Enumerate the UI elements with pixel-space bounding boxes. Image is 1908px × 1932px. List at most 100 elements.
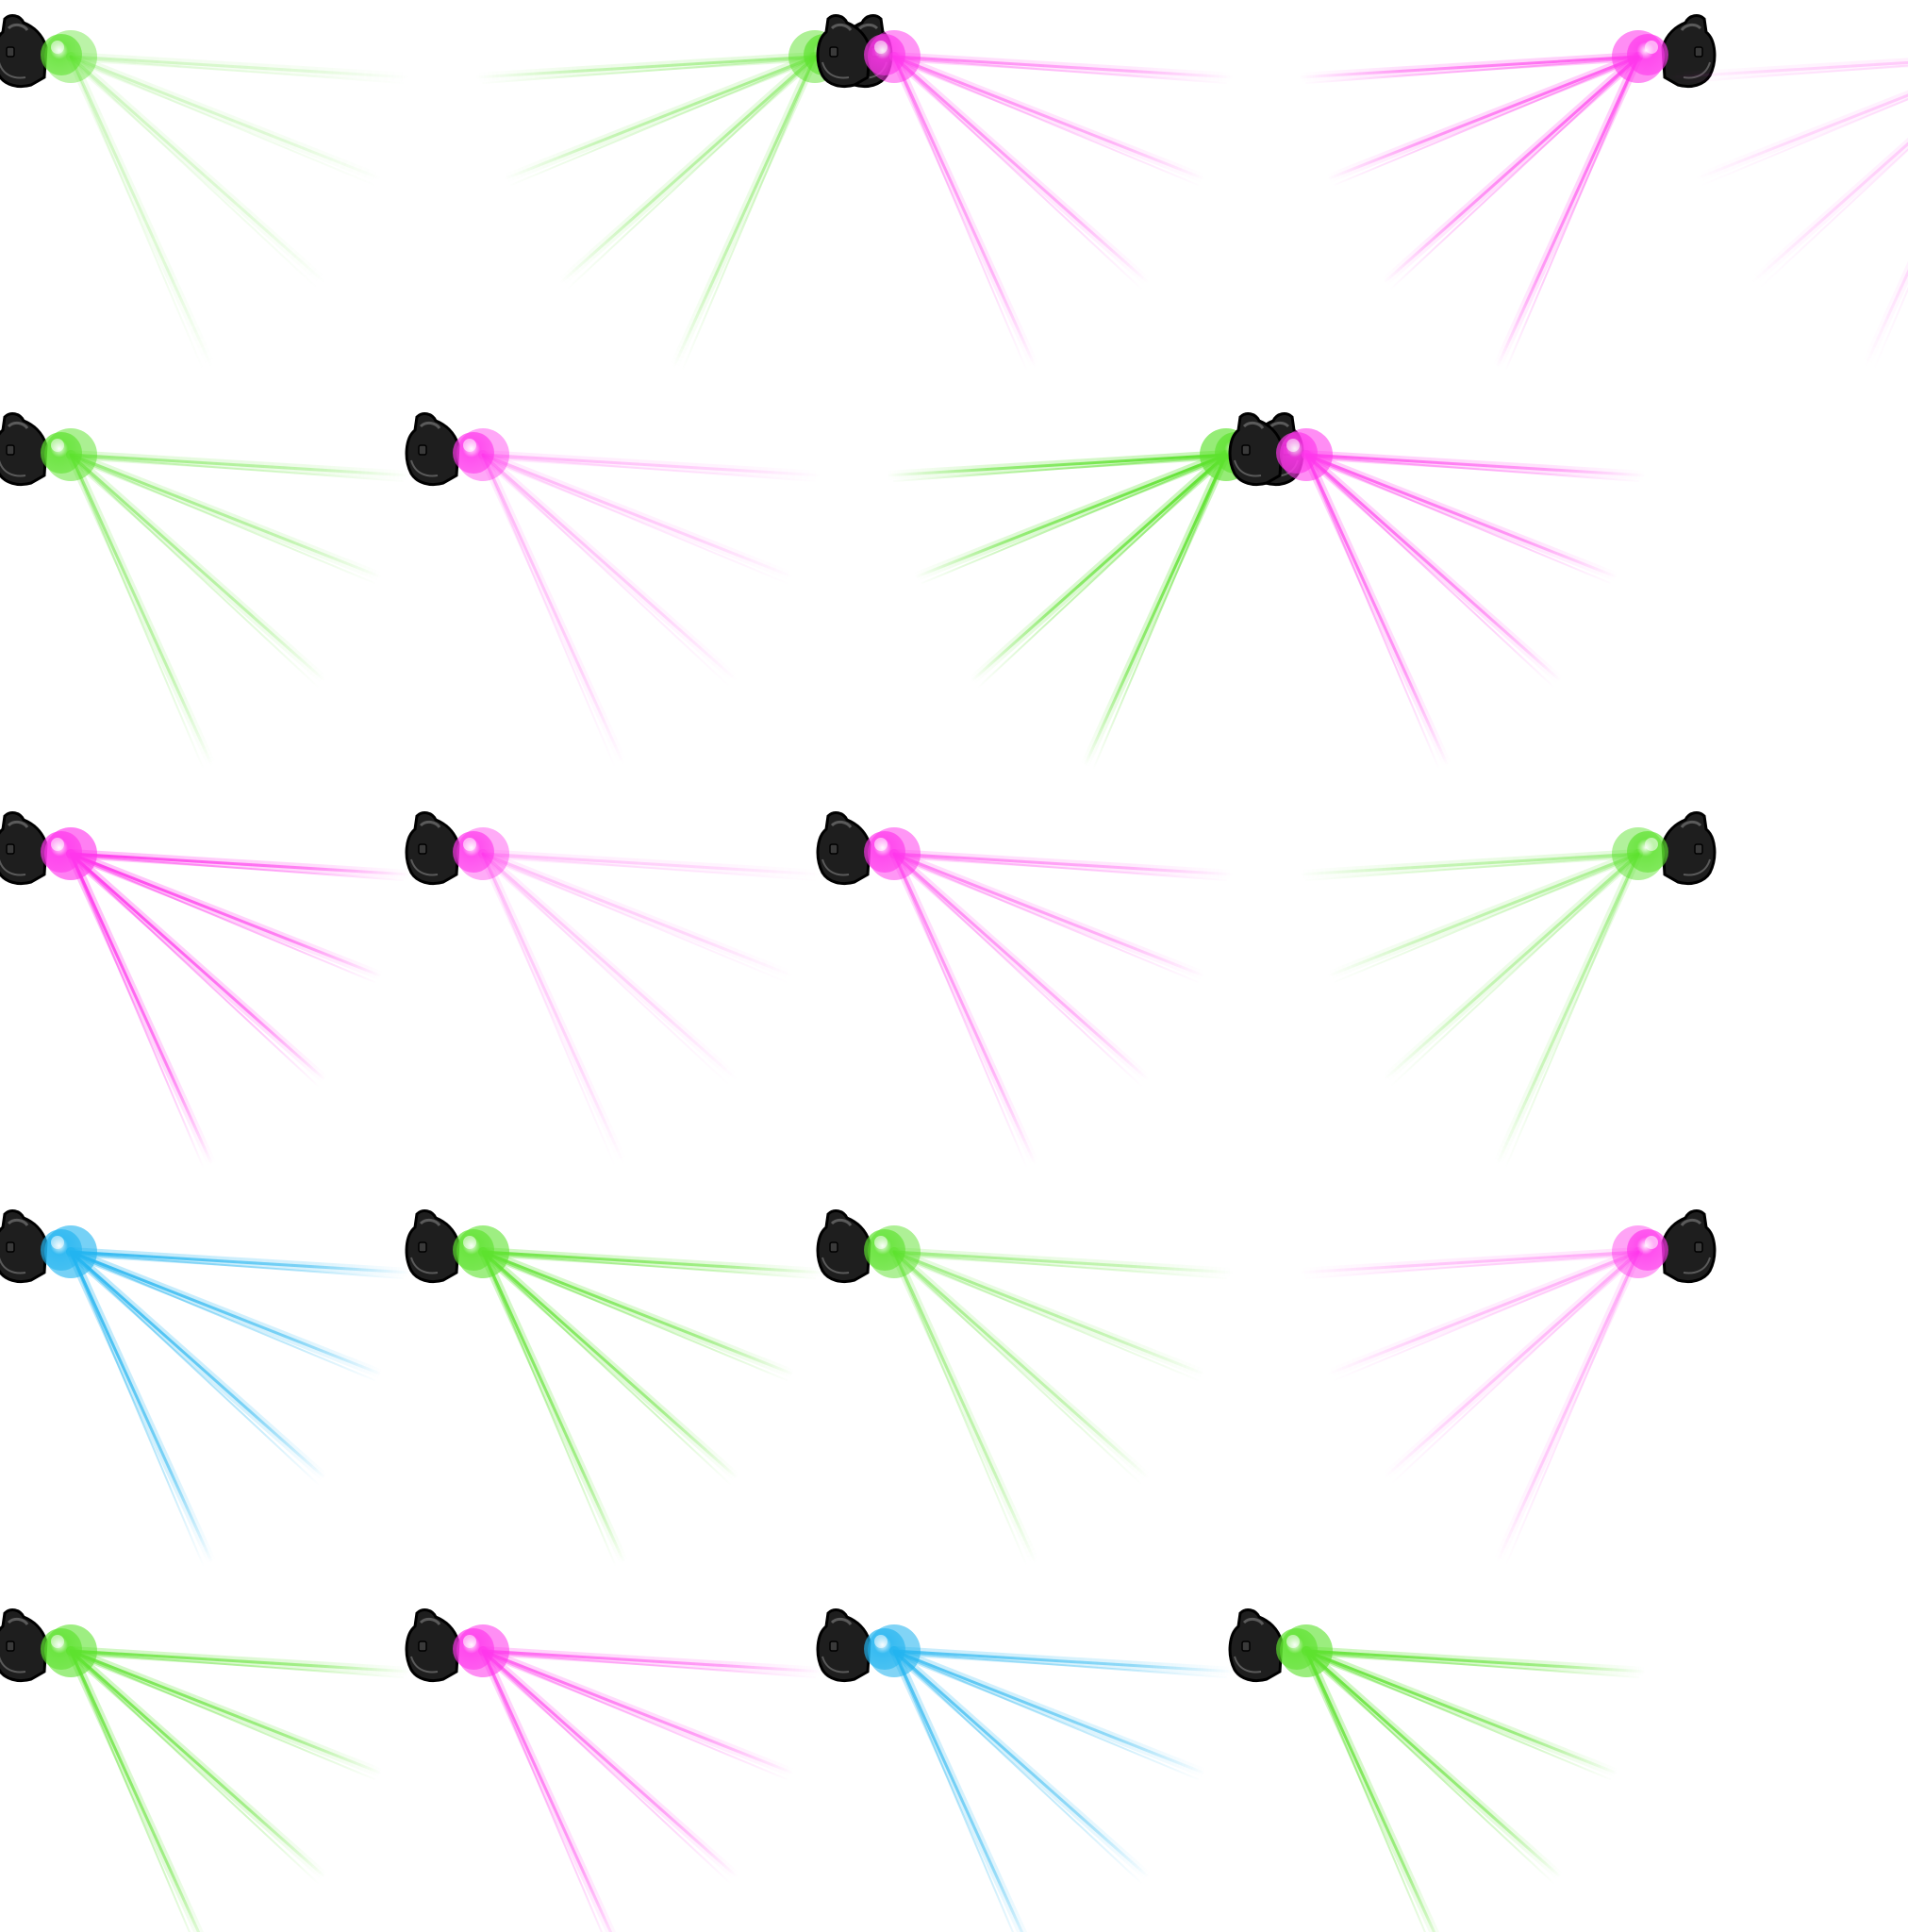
lens	[41, 1624, 97, 1677]
beam-glow	[889, 1646, 1027, 1932]
beam-core	[70, 57, 404, 84]
beam-core	[1083, 453, 1228, 768]
beam-core	[893, 455, 1227, 482]
beam-core	[893, 57, 1029, 375]
lens	[453, 827, 509, 880]
beam-core	[1382, 1250, 1640, 1480]
beam-core	[69, 55, 412, 79]
beam-core	[1334, 1252, 1639, 1381]
beam-core	[1325, 1250, 1640, 1376]
beam-core	[70, 854, 319, 1087]
beam-core	[481, 453, 739, 683]
beam-core	[69, 55, 384, 181]
spotlight-frame-3-3	[816, 811, 1238, 1172]
light-beams	[478, 849, 827, 1172]
beam-core	[892, 55, 1037, 370]
beam-core	[70, 57, 375, 186]
light-beams	[66, 1646, 415, 1932]
beam-core	[481, 1250, 739, 1480]
beam-core	[1305, 1651, 1554, 1884]
fixture-body	[0, 412, 48, 487]
beam-core	[481, 1649, 824, 1674]
beam-core	[892, 1649, 1151, 1879]
light-beams	[1294, 52, 1643, 375]
fixture-body	[816, 1608, 871, 1683]
beam-core	[482, 854, 731, 1087]
beam-core	[70, 854, 375, 983]
beam-core	[1665, 60, 1908, 79]
beam-core	[481, 1250, 626, 1565]
beam-core	[482, 455, 731, 688]
beam-core	[893, 1252, 1142, 1485]
beam-core	[893, 1651, 1227, 1678]
beam-core	[481, 852, 626, 1167]
lens	[41, 30, 97, 83]
fixture-body	[405, 1209, 460, 1284]
beam-core	[482, 455, 816, 482]
beam-core	[482, 1252, 618, 1570]
beam-core	[1305, 1252, 1639, 1279]
fixture-body	[816, 1209, 871, 1284]
beam-core	[1305, 455, 1441, 773]
light-beams	[471, 52, 820, 375]
beam-core	[1304, 453, 1648, 477]
beam-core	[481, 453, 796, 579]
beam-core	[978, 455, 1227, 688]
beam-core	[970, 453, 1228, 683]
beam-core	[1304, 453, 1450, 768]
beam-core	[1382, 55, 1640, 285]
beam-core	[69, 453, 384, 579]
light-beams	[66, 52, 415, 375]
lens	[1612, 827, 1668, 880]
beam-core	[69, 1649, 201, 1932]
beam-core	[69, 1649, 384, 1775]
beam-core	[70, 1651, 404, 1678]
beam-core	[69, 1250, 412, 1274]
fixture-body	[1228, 1608, 1284, 1683]
spotlight-frame-1-5	[1662, 58, 1908, 375]
beam-core	[1382, 852, 1640, 1082]
lens	[41, 827, 97, 880]
fixture-body	[0, 14, 48, 89]
beam-core	[473, 55, 817, 79]
beam-core	[892, 55, 1236, 79]
beam-core	[893, 57, 1227, 84]
spotlight-frame-5-4	[1228, 1608, 1651, 1932]
lens	[864, 1225, 921, 1278]
lens	[41, 428, 97, 481]
light-beams	[889, 52, 1238, 375]
lens	[864, 30, 921, 83]
lens	[1276, 1624, 1333, 1677]
beam-core	[892, 852, 1037, 1167]
beam-glow	[1302, 1646, 1439, 1932]
beam-core	[482, 854, 816, 881]
beam-core	[892, 1250, 1037, 1565]
beam-core	[893, 1252, 1199, 1381]
beam-core	[481, 852, 824, 876]
spotlight-frame-5-1	[0, 1608, 415, 1932]
light-beams	[889, 849, 1238, 1172]
beam-core	[69, 852, 412, 876]
beam-core	[1390, 1252, 1639, 1485]
beam-core	[69, 55, 327, 285]
light-beams	[478, 1646, 827, 1932]
beam-core	[893, 1252, 1029, 1570]
spotlight-frame-5-2	[405, 1608, 827, 1932]
beam-core	[892, 55, 1207, 181]
beam-core	[680, 57, 816, 375]
beam-core	[69, 453, 412, 477]
beam-core	[1297, 852, 1640, 876]
light-beams	[889, 1247, 1238, 1570]
light-beams	[66, 1247, 415, 1570]
beam-core	[1390, 854, 1639, 1087]
light-beams	[66, 849, 415, 1172]
beam-core	[893, 1252, 1227, 1279]
beam-core	[558, 55, 817, 285]
beam-core	[69, 55, 214, 370]
beam-core	[1304, 1649, 1648, 1674]
beam-glow	[66, 1646, 204, 1932]
beam-core	[885, 453, 1228, 477]
spotlight-frame-2-4	[1228, 412, 1651, 773]
beam-core	[1304, 453, 1619, 579]
beam-core	[1297, 1250, 1640, 1274]
